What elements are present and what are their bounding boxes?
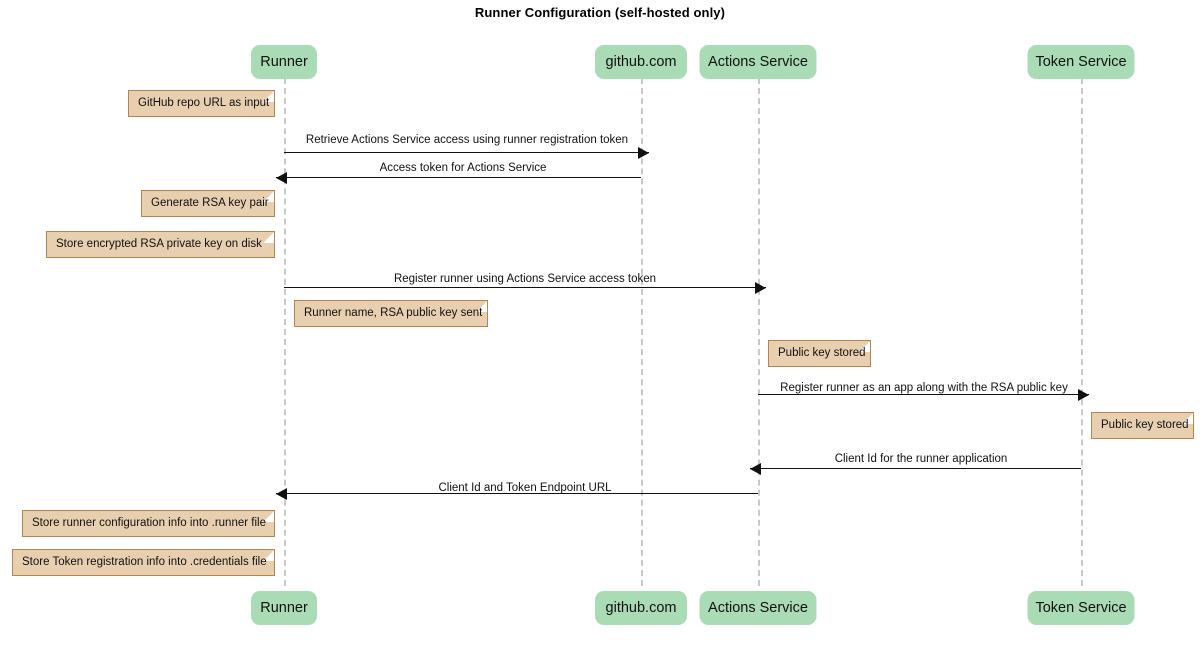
participant-label: Runner: [260, 600, 308, 616]
message-label-m5: Client Id for the runner application: [834, 453, 1008, 465]
note-label: Generate RSA key pair: [151, 197, 269, 209]
participant-label: github.com: [605, 600, 677, 616]
note-github-repo-url: GitHub repo URL as input: [128, 90, 275, 117]
note-public-key-stored-actions: Public key stored: [768, 340, 871, 367]
note-fold-inner: [1182, 413, 1193, 424]
arrowhead-right-m4: [1078, 389, 1089, 401]
note-fold-inner: [476, 301, 487, 312]
arrowhead-left-m5: [750, 463, 761, 475]
participant-label: Token Service: [1035, 54, 1127, 70]
note-store-encrypted-rsa-key: Store encrypted RSA private key on disk: [46, 231, 275, 258]
participant-label: Actions Service: [708, 600, 808, 616]
note-generate-rsa-key-pair: Generate RSA key pair: [141, 190, 275, 217]
participant-label: Runner: [260, 54, 308, 70]
participant-actions-service-top[interactable]: Actions Service: [699, 45, 817, 79]
message-label-m1: Retrieve Actions Service access using ru…: [305, 134, 629, 146]
note-fold-inner: [263, 550, 274, 561]
arrowhead-left-m2: [276, 172, 287, 184]
message-label-m6: Client Id and Token Endpoint URL: [438, 482, 612, 494]
message-line-m5: [750, 468, 1081, 469]
participant-label: Token Service: [1035, 600, 1127, 616]
message-line-m4: [758, 394, 1089, 395]
note-public-key-stored-token: Public key stored: [1091, 412, 1194, 439]
participant-runner-bottom[interactable]: Runner: [251, 591, 317, 625]
lifeline-github: [641, 78, 643, 586]
arrowhead-left-m6: [276, 488, 287, 500]
note-label: Public key stored: [1101, 419, 1189, 431]
message-label-m4: Register runner as an app along with the…: [780, 382, 1068, 394]
page-title: Runner Configuration (self-hosted only): [474, 5, 726, 20]
note-runner-name-public-key: Runner name, RSA public key sent: [294, 300, 488, 327]
note-store-token-registration: Store Token registration info into .cred…: [12, 549, 275, 576]
participant-token-service-top[interactable]: Token Service: [1027, 45, 1135, 79]
note-fold-inner: [263, 232, 274, 243]
participant-label: Actions Service: [708, 54, 808, 70]
note-label: Public key stored: [778, 347, 866, 359]
note-fold-inner: [263, 191, 274, 202]
note-fold-inner: [859, 341, 870, 352]
note-label: Runner name, RSA public key sent: [304, 307, 483, 319]
note-label: Store encrypted RSA private key on disk: [56, 238, 262, 250]
lifeline-token: [1081, 78, 1083, 586]
participant-actions-service-bottom[interactable]: Actions Service: [699, 591, 817, 625]
message-line-m6: [276, 493, 758, 494]
note-label: Store Token registration info into .cred…: [22, 556, 267, 568]
note-label: GitHub repo URL as input: [138, 97, 270, 109]
message-line-m3: [284, 287, 766, 288]
note-fold-inner: [263, 511, 274, 522]
message-label-m3: Register runner using Actions Service ac…: [393, 273, 657, 285]
note-fold-inner: [263, 91, 274, 102]
participant-github-bottom[interactable]: github.com: [595, 591, 687, 625]
participant-label: github.com: [605, 54, 677, 70]
lifeline-runner: [284, 78, 286, 586]
message-line-m2: [276, 177, 641, 178]
arrowhead-right-m3: [755, 282, 766, 294]
participant-github-top[interactable]: github.com: [595, 45, 687, 79]
arrowhead-right-m1: [638, 147, 649, 159]
note-label: Store runner configuration info into .ru…: [32, 517, 266, 529]
message-label-m2: Access token for Actions Service: [379, 162, 547, 174]
participant-runner-top[interactable]: Runner: [251, 45, 317, 79]
message-line-m1: [284, 152, 649, 153]
lifeline-actions: [758, 78, 760, 586]
participant-token-service-bottom[interactable]: Token Service: [1027, 591, 1135, 625]
note-store-runner-config: Store runner configuration info into .ru…: [22, 510, 275, 537]
